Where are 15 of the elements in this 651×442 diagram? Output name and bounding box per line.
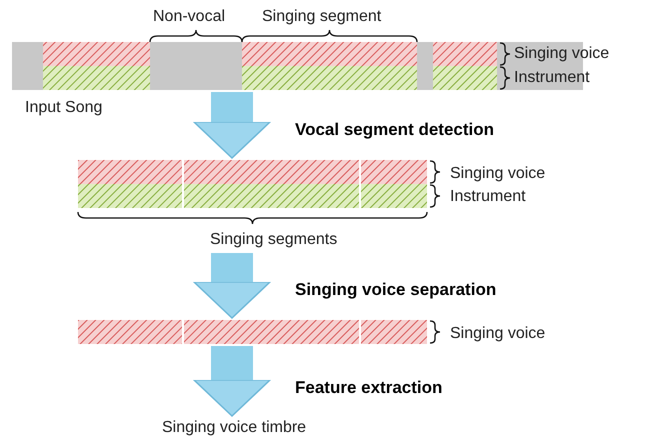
output-text: Singing voice timbre (162, 418, 306, 437)
step-label: Singing voice separation (295, 280, 496, 300)
bracket-label: Singing segments (210, 230, 338, 249)
strip-label: Input Song (25, 98, 102, 117)
bracket-label: Singing voice (450, 324, 546, 343)
step-label: Vocal segment detection (295, 120, 494, 140)
bracket-label: Instrument (514, 68, 590, 87)
bracket-label: Singing voice (450, 164, 546, 183)
bracket-label: Singing voice (514, 44, 610, 63)
audio-strip-drawing (78, 160, 427, 208)
bracket-label: Non-vocal (153, 7, 226, 26)
bracket-label: Singing segment (262, 7, 382, 26)
audio-strip-drawing (78, 320, 427, 344)
block-arrow (193, 346, 271, 417)
bracket-label: Instrument (450, 187, 526, 206)
